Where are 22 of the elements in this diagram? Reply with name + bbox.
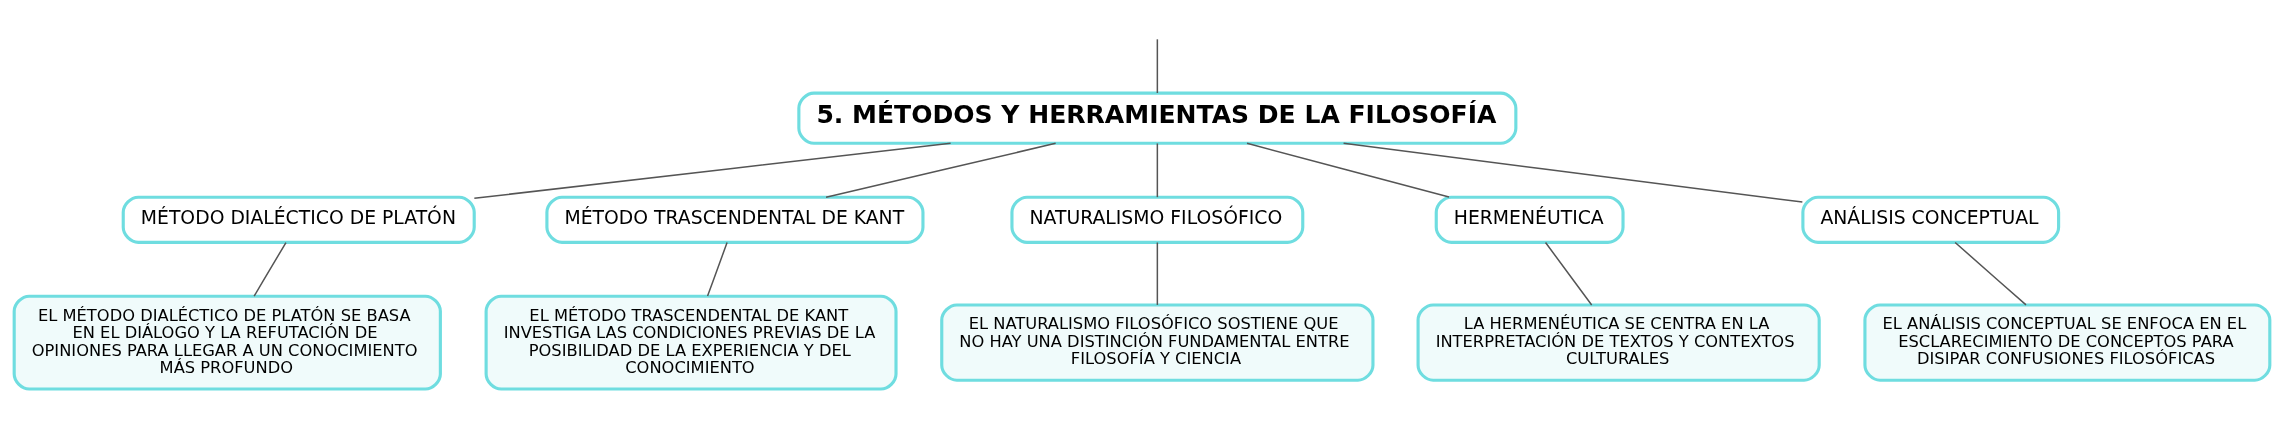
node-box: MÉTODO TRASCENDENTAL DE KANT <box>545 195 925 244</box>
node-box: ANÁLISIS CONCEPTUAL <box>1801 195 2061 244</box>
connector <box>1246 142 1450 198</box>
node-box: EL MÉTODO DIALÉCTICO DE PLATÓN SE BASA EN EL DIÁLOGO Y LA REFUTACIÓN DE OPINIONES PARA LLEGAR A UN CONOCIMIENTO MÁS PROFUNDO <box>12 294 442 391</box>
connector <box>1544 241 1593 306</box>
connector <box>1156 142 1159 198</box>
node-box: EL NATURALISMO FILOSÓFICO SOSTIENE QUE NO HAY UNA DISTINCIÓN FUNDAMENTAL ENTRE FILOSOFÍA Y CIENCIA <box>940 302 1375 382</box>
node-box: 5. MÉTODOS Y HERRAMIENTAS DE LA FILOSOFÍA <box>797 91 1518 145</box>
node-box: HERMENÉUTICA <box>1434 195 1625 244</box>
connector <box>706 241 728 297</box>
node-box: EL ANÁLISIS CONCEPTUAL SE ENFOCA EN EL ESCLARECIMIENTO DE CONCEPTOS PARA DISIPAR CONFUSIONES FILOSÓFICAS <box>1863 302 2272 382</box>
node-box: MÉTODO DIALÉCTICO DE PLATÓN <box>121 195 476 244</box>
connector <box>1342 142 1804 203</box>
connector <box>1954 241 2027 306</box>
connector <box>825 142 1057 198</box>
connector <box>1156 241 1159 306</box>
connector <box>473 142 952 199</box>
connector <box>253 241 287 297</box>
connector <box>1156 38 1159 94</box>
node-box: NATURALISMO FILOSÓFICO <box>1010 195 1305 244</box>
node-box: EL MÉTODO TRASCENDENTAL DE KANT INVESTIGA LAS CONDICIONES PREVIAS DE LA POSIBILIDAD DE LA EXPERIENCIA Y DEL CONOCIMIENTO <box>484 294 898 391</box>
node-box: LA HERMENÉUTICA SE CENTRA EN LA INTERPRETACIÓN DE TEXTOS Y CONTEXTOS CULTURALES <box>1416 302 1821 382</box>
